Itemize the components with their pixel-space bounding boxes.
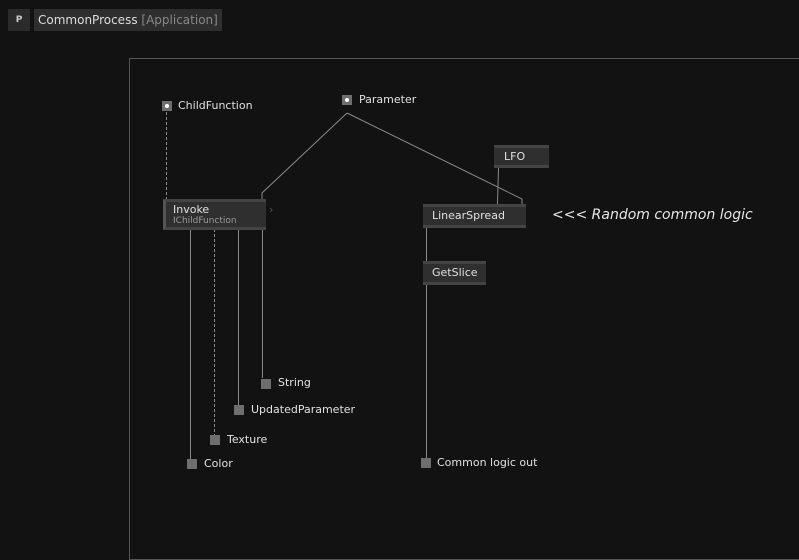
- comment: <<< Random common logic: [552, 207, 753, 223]
- input-pad-parameter[interactable]: [342, 95, 352, 105]
- lfo-node[interactable]: LFO: [494, 145, 549, 168]
- output-pad-updatedparameter[interactable]: [234, 405, 244, 415]
- lfo-node-label: LFO: [504, 150, 526, 163]
- output-pad-common-logic-out[interactable]: [421, 458, 431, 468]
- getslice-node[interactable]: GetSlice: [423, 261, 486, 285]
- patch-button[interactable]: P: [8, 9, 30, 31]
- texture-label: Texture: [227, 433, 268, 446]
- patch-category: [Application]: [141, 13, 218, 27]
- wires: [166, 112, 523, 459]
- input-pad-childfunction[interactable]: [162, 101, 172, 111]
- parameter-label: Parameter: [359, 93, 417, 106]
- string-label: String: [278, 376, 311, 389]
- expand-chevron-icon[interactable]: ›: [269, 203, 274, 216]
- linearspread-node-label: LinearSpread: [432, 209, 505, 222]
- wire-parameter-linearspread: [346, 112, 523, 204]
- invoke-node[interactable]: Invoke IChildFunction: [163, 199, 266, 230]
- invoke-node-label: Invoke: [173, 203, 210, 216]
- patch-title: CommonProcess [Application]: [34, 9, 222, 31]
- getslice-node-label: GetSlice: [432, 266, 478, 279]
- linearspread-node[interactable]: LinearSpread: [423, 204, 526, 228]
- invoke-node-type: IChildFunction: [173, 216, 237, 226]
- common-logic-out-label: Common logic out: [437, 456, 538, 469]
- output-pad-string[interactable]: [261, 379, 271, 389]
- childfunction-label: ChildFunction: [178, 99, 253, 112]
- output-pad-color[interactable]: [187, 459, 197, 469]
- wire-parameter-invoke: [261, 112, 348, 199]
- output-pad-texture[interactable]: [210, 435, 220, 445]
- color-label: Color: [204, 457, 233, 470]
- patch-name: CommonProcess: [38, 13, 138, 27]
- updatedparameter-label: UpdatedParameter: [251, 403, 356, 416]
- wire-lfo-linearspread: [497, 167, 499, 205]
